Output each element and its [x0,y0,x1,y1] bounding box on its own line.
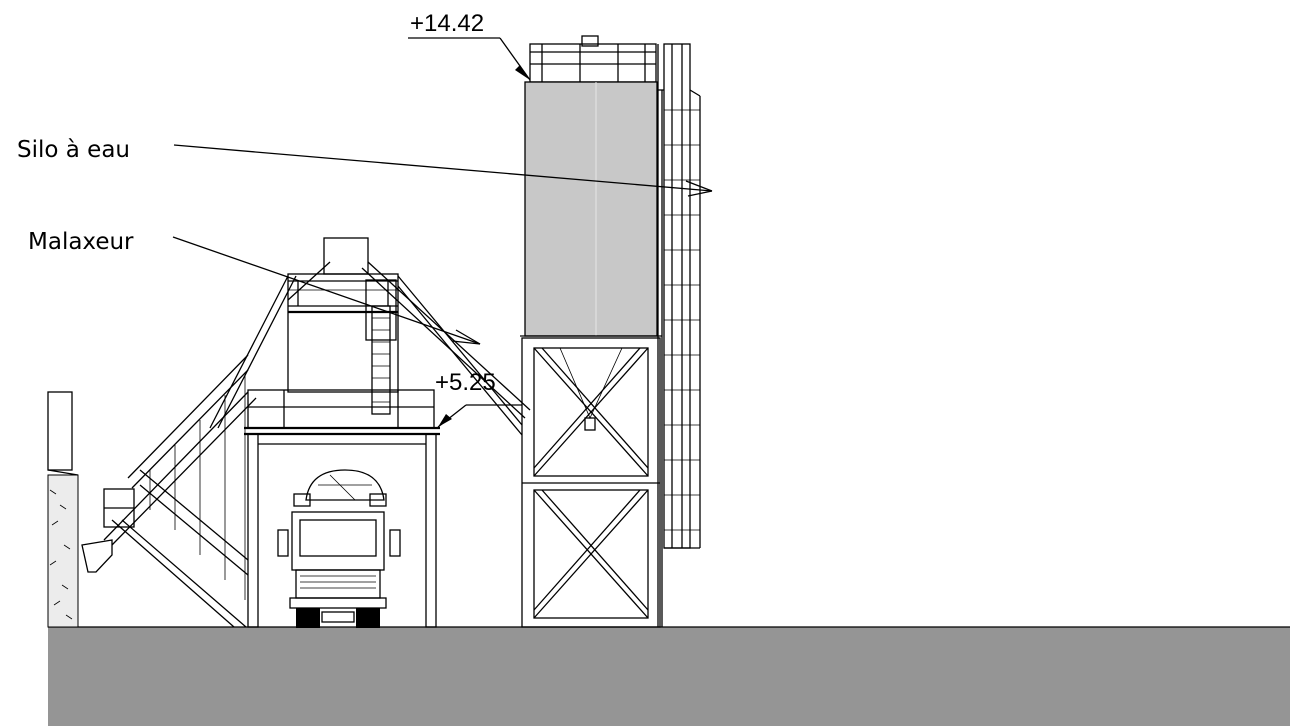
mixer-truck [277,469,401,628]
leader-mixer [172,236,481,345]
leader-water-silo [173,144,713,197]
label-mixer: Malaxeur [28,229,134,255]
elevation-platform: +5.25 [435,369,496,396]
label-water-silo: Silo à eau [17,137,130,163]
stairs [103,354,257,628]
left-bin [47,391,135,628]
mixer-tower [209,237,531,436]
elevation-marker-platform [437,404,522,428]
silo-ladder [657,43,701,627]
elevation-marker-top [408,37,531,81]
silo-body [524,81,658,337]
water-silo [520,35,662,628]
ground-slab [48,627,1290,726]
platform [244,389,440,628]
elevation-top: +14.42 [410,10,484,37]
